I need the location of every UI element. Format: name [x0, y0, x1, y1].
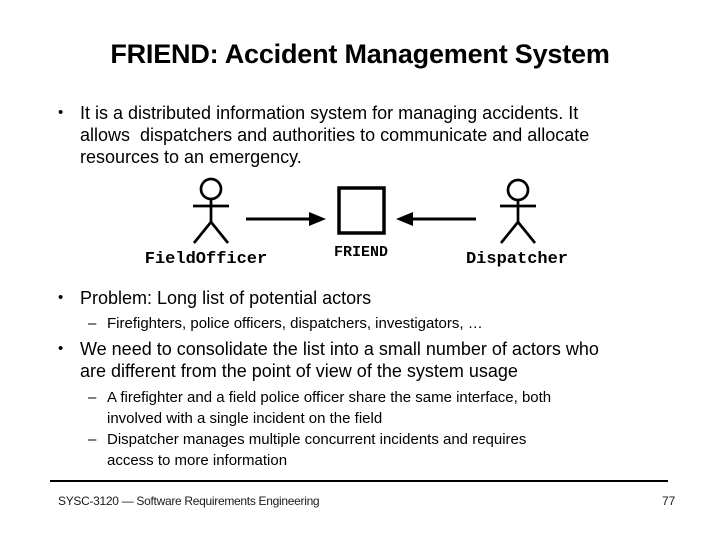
bullet-text-line: We need to consolidate the list into a s… — [80, 339, 599, 359]
dash-icon: – — [88, 315, 97, 332]
bullet-text-line: access to more information — [107, 452, 288, 469]
sub-bullet-actor-list: – Firefighters, police officers, dispatc… — [88, 313, 668, 334]
friend-box-label: FRIEND — [334, 244, 388, 261]
dispatcher-label: Dispatcher — [466, 250, 568, 269]
bullet-text-line: It is a distributed information system f… — [80, 103, 579, 123]
bullet-text-line: allows dispatchers and authorities to co… — [80, 125, 590, 145]
bullet-text-line: A firefighter and a field police officer… — [107, 389, 552, 406]
actor-system-diagram: FieldOfficer FRIEND Dispatcher — [145, 177, 568, 269]
footer-divider — [50, 480, 668, 482]
bullet-item-intro: • It is a distributed information system… — [58, 102, 670, 168]
page-number: 77 — [662, 494, 676, 508]
bullet-text-line: Dispatcher manages multiple concurrent i… — [107, 431, 527, 448]
bullet-text: Problem: Long list of potential actors — [80, 287, 670, 309]
bullet-text-line: Firefighters, police officers, dispatche… — [107, 315, 483, 332]
bullet-text: We need to consolidate the list into a s… — [80, 338, 670, 382]
bullet-dot-icon: • — [58, 289, 64, 306]
dash-icon: – — [88, 389, 97, 406]
bullet-text-line: Problem: Long list of potential actors — [80, 288, 372, 308]
bullet-text-line: involved with a single incident on the f… — [107, 410, 383, 427]
arrow-left-icon — [396, 212, 476, 226]
sub-bullet-dispatcher: – Dispatcher manages multiple concurrent… — [88, 429, 668, 471]
friend-system-box — [337, 186, 386, 235]
bullet-text: A firefighter and a field police officer… — [107, 387, 668, 429]
bullet-dot-icon: • — [58, 104, 64, 121]
dash-icon: – — [88, 431, 97, 448]
bullet-text-line: are different from the point of view of … — [80, 361, 518, 381]
field-officer-label: FieldOfficer — [145, 250, 267, 269]
bullet-item-problem: • Problem: Long list of potential actors — [58, 287, 670, 309]
bullet-item-consolidate: • We need to consolidate the list into a… — [58, 338, 670, 382]
bullet-text: Firefighters, police officers, dispatche… — [107, 313, 668, 334]
bullet-text: It is a distributed information system f… — [80, 102, 670, 168]
page-title: FRIEND: Accident Management System — [110, 39, 610, 69]
bullet-dot-icon: • — [58, 340, 64, 357]
sub-bullet-firefighter: – A firefighter and a field police offic… — [88, 387, 668, 429]
bullet-text: Dispatcher manages multiple concurrent i… — [107, 429, 668, 471]
arrow-right-icon — [246, 212, 326, 226]
bullet-text-line: resources to an emergency. — [80, 147, 302, 167]
field-officer-actor-icon — [192, 177, 230, 244]
footer-course-label: SYSC-3120 — Software Requirements Engine… — [58, 494, 320, 508]
dispatcher-actor-icon — [499, 178, 537, 244]
